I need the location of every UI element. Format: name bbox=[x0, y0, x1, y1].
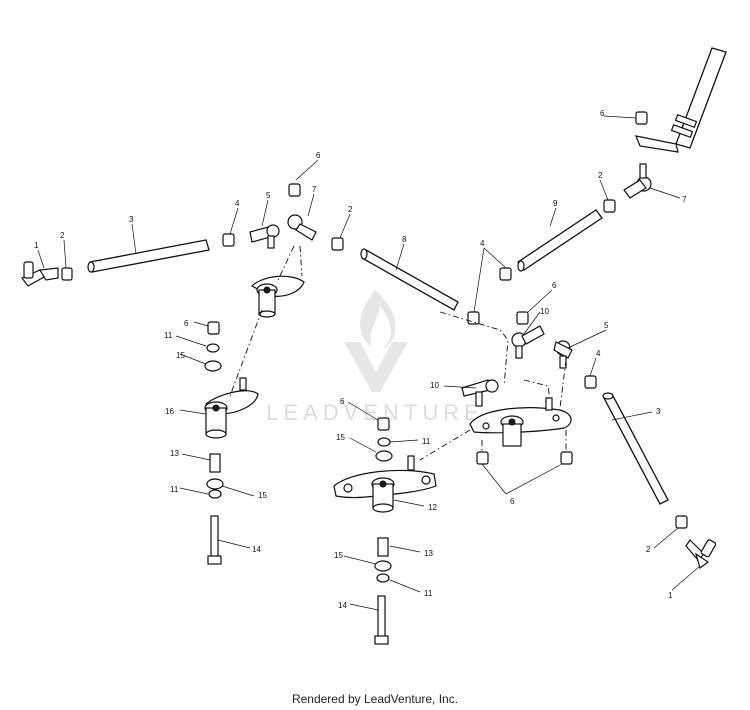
callout-5: 5 bbox=[604, 321, 609, 330]
leadventure-watermark: LEADVENTURE bbox=[266, 290, 484, 425]
bushing-left-11b bbox=[208, 489, 222, 499]
callout-8: 8 bbox=[402, 235, 407, 244]
watermark-text: LEADVENTURE bbox=[266, 400, 484, 425]
callout-11: 11 bbox=[164, 331, 173, 340]
jam-nut-right-center bbox=[499, 267, 512, 281]
callout-10: 10 bbox=[540, 307, 549, 316]
tie-rod-right-upper bbox=[517, 209, 603, 272]
nut-center-col bbox=[377, 417, 390, 431]
callout-14: 14 bbox=[252, 545, 261, 554]
callout-3: 3 bbox=[656, 407, 661, 416]
callout-6: 6 bbox=[510, 497, 515, 506]
callout-4: 4 bbox=[596, 349, 601, 358]
callout-13: 13 bbox=[170, 449, 179, 458]
callout-10: 10 bbox=[430, 381, 439, 390]
jam-nut-left bbox=[61, 267, 73, 281]
jam-nut-center-right bbox=[467, 311, 480, 325]
callout-2: 2 bbox=[646, 545, 651, 554]
steering-shaft bbox=[670, 47, 727, 149]
callout-6: 6 bbox=[184, 319, 189, 328]
tie-rod-center bbox=[360, 248, 459, 311]
ball-joint-upper-left bbox=[249, 224, 280, 249]
nut-left-col bbox=[207, 321, 220, 335]
alignment-lines bbox=[229, 245, 567, 461]
jam-nut-right bbox=[603, 199, 616, 213]
spacer-left-13 bbox=[209, 453, 221, 473]
jam-nut-upper-left bbox=[222, 233, 235, 247]
washer-left-15 bbox=[204, 360, 222, 372]
callout-labels: 1 2 3 4 5 6 7 2 8 4 9 6 2 7 6 10 5 4 6 1… bbox=[34, 109, 687, 610]
tie-rod-end-left bbox=[21, 261, 59, 287]
tie-rod-right-lower bbox=[602, 392, 669, 505]
tie-rod-end-center bbox=[287, 214, 317, 241]
watermark-v-icon bbox=[344, 342, 408, 392]
callout-15: 15 bbox=[258, 491, 267, 500]
callout-4: 4 bbox=[480, 239, 485, 248]
spacer-center-13 bbox=[377, 537, 389, 557]
callout-5: 5 bbox=[266, 191, 271, 200]
callout-6: 6 bbox=[600, 109, 605, 118]
callout-15: 15 bbox=[336, 433, 345, 442]
callout-11: 11 bbox=[424, 589, 433, 598]
steering-arm bbox=[635, 135, 679, 153]
callout-15: 15 bbox=[176, 351, 185, 360]
nut-right-center bbox=[516, 311, 529, 325]
callout-2: 2 bbox=[598, 171, 603, 180]
tie-rod-left bbox=[87, 239, 210, 273]
pitman-arm-lower bbox=[204, 377, 259, 439]
nut-idler-left bbox=[476, 451, 489, 465]
nut-upper-right bbox=[635, 111, 648, 125]
callout-2: 2 bbox=[348, 205, 353, 214]
tie-rod-end-lower-right bbox=[685, 539, 717, 570]
callout-3: 3 bbox=[129, 215, 134, 224]
callout-4: 4 bbox=[235, 199, 240, 208]
ball-joint-right bbox=[553, 340, 573, 369]
leader-lines bbox=[37, 115, 701, 611]
callout-13: 13 bbox=[424, 549, 433, 558]
callout-1: 1 bbox=[34, 241, 39, 250]
footer-credit: Rendered by LeadVenture, Inc. bbox=[291, 692, 459, 706]
pitman-arm-upper bbox=[251, 275, 305, 318]
callout-1: 1 bbox=[668, 591, 673, 600]
callout-6: 6 bbox=[316, 151, 321, 160]
callout-6: 6 bbox=[340, 397, 345, 406]
callout-12: 12 bbox=[428, 503, 437, 512]
callout-11: 11 bbox=[422, 437, 431, 446]
callout-7: 7 bbox=[682, 195, 687, 204]
bushing-left-11 bbox=[206, 343, 220, 353]
washer-center-15b bbox=[374, 560, 392, 572]
tie-rod-end-right bbox=[623, 163, 652, 199]
washer-center-15 bbox=[375, 450, 393, 462]
idler-arm-right bbox=[469, 397, 572, 447]
callout-11: 11 bbox=[170, 485, 179, 494]
washer-left-15b bbox=[206, 478, 224, 490]
bolt-center-14 bbox=[374, 595, 389, 645]
tie-rod-end-mid bbox=[511, 325, 545, 359]
callout-9: 9 bbox=[553, 199, 558, 208]
bushing-center-11 bbox=[377, 437, 391, 447]
callout-16: 16 bbox=[165, 407, 174, 416]
nut-top bbox=[288, 183, 301, 197]
callout-2: 2 bbox=[60, 231, 65, 240]
watermark-flame-icon bbox=[360, 290, 396, 350]
jam-nut-right-lower bbox=[584, 375, 597, 389]
bolt-left-14 bbox=[207, 515, 222, 565]
callout-15: 15 bbox=[334, 551, 343, 560]
callout-6: 6 bbox=[552, 281, 557, 290]
jam-nut-center bbox=[331, 237, 344, 251]
jam-nut-lower-right bbox=[675, 515, 688, 529]
callout-7: 7 bbox=[312, 185, 317, 194]
callout-14: 14 bbox=[338, 601, 347, 610]
center-bracket bbox=[333, 455, 437, 513]
nut-idler-right bbox=[560, 451, 573, 465]
bushing-center-11b bbox=[376, 573, 390, 583]
